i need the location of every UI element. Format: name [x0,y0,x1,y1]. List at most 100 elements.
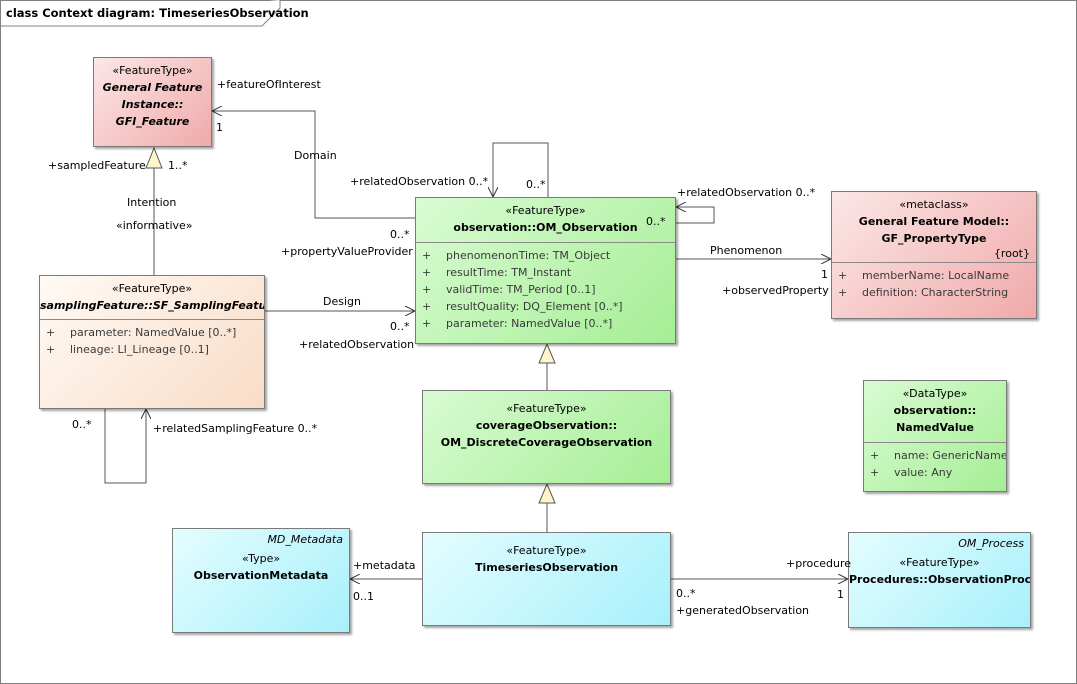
class-timeseries-observation[interactable]: «FeatureType» TimeseriesObservation [422,532,671,626]
class-name-line: observation:: [893,404,977,417]
attribute-row: +validTime: TM_Period [0..1] [422,281,675,298]
class-name-line: NamedValue [896,421,974,434]
stereotype-label: «FeatureType» [505,204,586,217]
observed-property-role: +observedProperty [722,284,829,297]
coverage-generalization-triangle-icon [538,342,556,364]
visibility-marker: + [870,449,880,462]
attribute-row: +lineage: LI_Lineage [0..1] [46,341,264,358]
visibility-marker: + [46,326,56,339]
design-label: Design [323,295,361,308]
self-right-role: +relatedObservation 0..* [677,186,816,199]
class-observation-metadata[interactable]: MD_Metadata «Type» ObservationMetadata [172,528,350,633]
design-role: +relatedObservation [299,338,415,351]
frame-title-tab [0,0,281,27]
class-om-discrete-coverage-observation[interactable]: «FeatureType» coverageObservation:: OM_D… [422,390,671,484]
compartment-divider [864,442,1006,443]
attribute-text: resultTime: TM_Instant [446,266,572,279]
class-name-line: OM_DiscreteCoverageObservation [440,436,653,449]
self-top-role: +relatedObservation 0..* [350,175,489,188]
attribute-row: + parameter: NamedValue [0..*] [422,315,675,332]
sampled-feature-triangle-icon [145,146,163,169]
class-observation-process[interactable]: OM_Process «FeatureType» Procedures::Obs… [848,532,1031,628]
sampled-feature-multiplicity: 1..* [168,159,188,172]
class-name: ObservationMetadata [193,569,329,582]
parent-tag: OM_Process [958,537,1024,550]
metadata-role: +metadata [353,559,416,572]
stereotype-label: «FeatureType» [112,64,193,77]
attribute-text: phenomenonTime: TM_Object [446,249,611,262]
related-sampling-feature-self [104,409,146,484]
visibility-marker: + [422,266,432,279]
visibility-marker: + [422,317,432,330]
class-name-line: General Feature Model:: [858,215,1010,228]
attribute-row: + resultTime: TM_Instant [422,264,675,281]
self-right-multiplicity: 0..* [646,215,666,228]
domain-multiplicity: 0..* [390,228,410,241]
stereotype-label: «metaclass» [899,198,969,211]
class-om-observation[interactable]: «FeatureType» observation::OM_Observatio… [415,197,676,344]
attribute-list: + phenomenonTime: TM_Object + resultTime: T… [416,243,675,332]
timeseries-generalization-triangle-icon [538,482,556,504]
class-sf-sampling-feature[interactable]: «FeatureType» samplingFeature::SF_Sampli… [39,275,265,409]
class-name: TimeseriesObservation [474,561,619,574]
stereotype-label: «FeatureType» [506,402,587,415]
visibility-marker: + [838,286,848,299]
attribute-row: + phenomenonTime: TM_Object [422,247,675,264]
attribute-row: + definition: CharacterString [838,284,1036,301]
design-multiplicity: 0..* [390,320,410,333]
sf-self-role: +relatedSamplingFeature 0..* [153,422,318,435]
related-observation-self-top [493,142,549,197]
metadata-multiplicity: 0..1 [353,590,374,603]
class-name-line: GF_PropertyType [881,232,987,245]
stereotype-label: «FeatureType» [899,556,980,569]
stereotype-label: «Type» [241,552,281,565]
class-gf-property-type[interactable]: «metaclass» General Feature Model:: GF_P… [831,191,1037,319]
attribute-text: parameter: NamedValue [0..*] [70,326,237,339]
class-name: Procedures::ObservationProcess [849,573,1031,586]
class-name-line: General Feature [102,81,203,94]
informative-stereotype: «informative» [116,219,193,232]
attribute-text: definition: CharacterString [862,286,1009,299]
parent-tag: MD_Metadata [267,533,343,546]
domain-label: Domain [294,149,337,162]
phenomenon-label: Phenomenon [710,244,783,257]
intention-label: Intention [127,196,177,209]
related-observation-self-right [676,207,715,224]
attribute-text: lineage: LI_Lineage [0..1] [70,343,209,356]
visibility-marker: + [422,300,432,313]
compartment-divider [40,319,264,320]
attribute-row: +memberName: LocalName [838,267,1036,284]
generated-observation-role: +generatedObservation [676,604,810,617]
visibility-marker: + [422,249,432,262]
stereotype-label: «DataType» [902,387,968,400]
class-gfi-feature[interactable]: «FeatureType» General Feature Instance::… [93,57,212,147]
class-name: observation::OM_Observation [453,221,638,234]
root-tag: {root} [993,247,1030,260]
attribute-text: name: GenericName [894,449,1007,462]
attribute-row: + parameter: NamedValue [0..*] [46,324,264,341]
attribute-list: + parameter: NamedValue [0..*] +lineage: L… [40,320,264,358]
class-name-line: coverageObservation:: [475,419,618,432]
attribute-text: value: Any [894,466,953,479]
attribute-text: parameter: NamedValue [0..*] [446,317,613,330]
attribute-text: validTime: TM_Period [0..1] [446,283,596,296]
attribute-text: resultQuality: DQ_Element [0..*] [446,300,623,313]
generated-observation-multiplicity: 0..* [676,587,696,600]
attribute-row: + value: Any [870,464,1006,481]
property-value-provider-role: +propertyValueProvider [281,245,413,258]
class-name-line: Instance:: [121,98,184,111]
self-top-multiplicity: 0..* [526,178,546,191]
visibility-marker: + [870,466,880,479]
attribute-row: + name: GenericName [870,447,1006,464]
class-named-value[interactable]: «DataType» observation:: NamedValue + nam… [863,380,1007,492]
sf-self-multiplicity: 0..* [72,418,92,431]
feature-of-interest-association [212,111,416,219]
feature-of-interest-role: +featureOfInterest [217,78,321,91]
compartment-divider [832,262,1036,263]
class-name: samplingFeature::SF_SamplingFeature [40,299,265,312]
attribute-text: memberName: LocalName [862,269,1010,282]
compartment-divider [416,242,675,243]
stereotype-label: «FeatureType» [506,544,587,557]
stereotype-label: «FeatureType» [111,282,193,295]
